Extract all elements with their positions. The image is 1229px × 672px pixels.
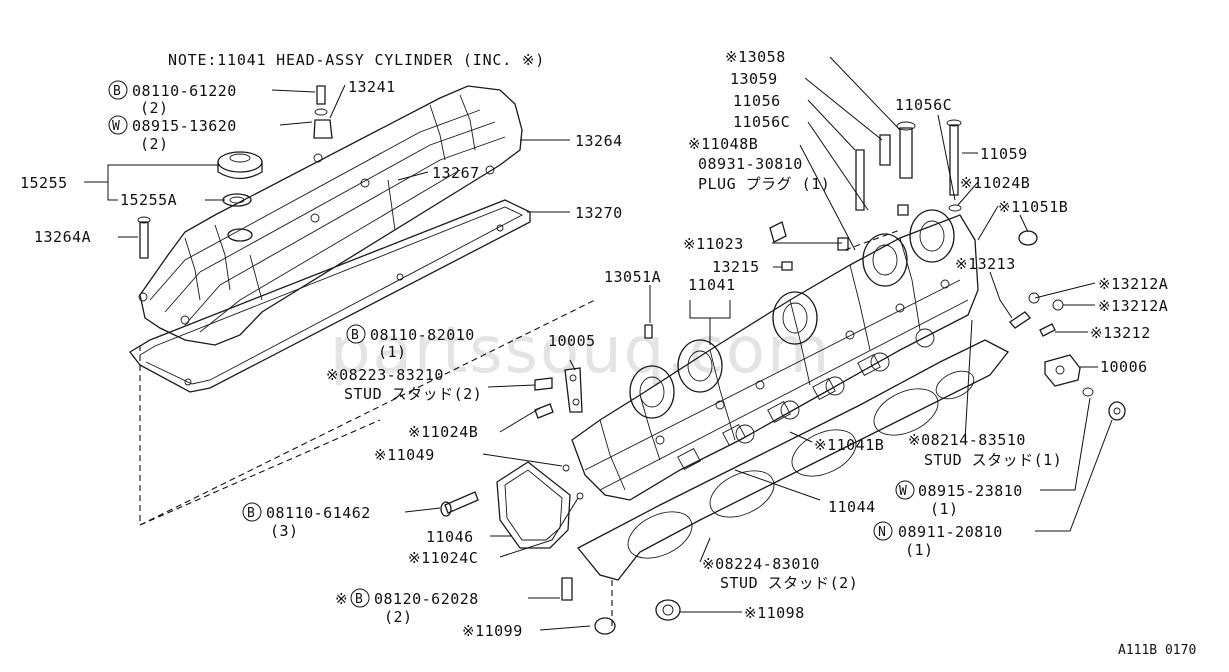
- label-11041b[interactable]: ※11041B: [814, 436, 884, 454]
- stud-13264a-illustration: [137, 216, 151, 259]
- circle-b-letter-4: B: [355, 592, 363, 607]
- head-gasket-illustration: [576, 339, 1009, 581]
- bracket-10005-illustration: [534, 367, 583, 413]
- circle-w-marker-2: [895, 480, 915, 500]
- label-11044[interactable]: 11044: [828, 498, 876, 516]
- qty-08915-13620: (2): [140, 135, 169, 153]
- label-11049[interactable]: ※11049: [374, 446, 435, 464]
- label-13264a[interactable]: 13264A: [34, 228, 91, 246]
- plate-bolt-illustration: [440, 491, 479, 517]
- label-13267[interactable]: 13267: [432, 164, 480, 182]
- circle-b-marker-2: [346, 324, 366, 344]
- leader-lines: [84, 56, 1113, 631]
- label-13058[interactable]: ※13058: [725, 48, 786, 66]
- qty-08915-23810: (1): [930, 500, 959, 518]
- label-10006[interactable]: 10006: [1100, 358, 1148, 376]
- label-13051a[interactable]: 13051A: [604, 268, 661, 286]
- qty-08110-82010: (1): [378, 343, 407, 361]
- oil-filler-cap-illustration: [217, 151, 263, 242]
- circle-b-letter-2: B: [351, 328, 359, 343]
- cover-bolt-illustration: [313, 85, 333, 139]
- label-15255a[interactable]: 15255A: [120, 191, 177, 209]
- label-13264[interactable]: 13264: [575, 132, 623, 150]
- label-11023[interactable]: ※11023: [683, 235, 744, 253]
- circle-b-marker: [108, 80, 128, 100]
- circle-b-marker-3: [242, 502, 262, 522]
- label-08214-83510[interactable]: ※08214-83510: [908, 431, 1026, 449]
- label-plug: PLUG プラグ (1): [698, 175, 830, 193]
- label-08915-13620[interactable]: 08915-13620: [132, 117, 237, 135]
- label-11051b[interactable]: ※11051B: [998, 198, 1068, 216]
- label-13212a-lower[interactable]: ※13212A: [1098, 297, 1168, 315]
- cylinder-head-illustration: [571, 209, 979, 501]
- label-13241[interactable]: 13241: [348, 78, 396, 96]
- label-08110-61462[interactable]: 08110-61462: [266, 504, 371, 522]
- dashed-guides: [139, 229, 901, 630]
- diagram-note: NOTE:11041 HEAD-ASSY CYLINDER (INC. ※): [168, 51, 545, 69]
- label-11056[interactable]: 11056: [733, 92, 781, 110]
- label-08931-30810[interactable]: 08931-30810: [698, 155, 803, 173]
- lower-parts-illustration: [534, 403, 681, 635]
- label-08224-83010[interactable]: ※08224-83010: [702, 555, 820, 573]
- label-08223-83210[interactable]: ※08223-83210: [326, 366, 444, 384]
- label-08120-prefix: ※: [335, 590, 348, 608]
- label-11056c-left[interactable]: 11056C: [733, 113, 790, 131]
- watermark: partssouq.com: [330, 314, 831, 388]
- circle-w-marker: [108, 115, 128, 135]
- label-15255[interactable]: 15255: [20, 174, 68, 192]
- label-13059[interactable]: 13059: [730, 70, 778, 88]
- qty-08911-20810: (1): [905, 541, 934, 559]
- label-13212a-upper[interactable]: ※13212A: [1098, 275, 1168, 293]
- label-13212[interactable]: ※13212: [1090, 324, 1151, 342]
- label-11024c[interactable]: ※11024C: [408, 549, 478, 567]
- label-11024b-upper[interactable]: ※11024B: [960, 174, 1030, 192]
- label-08915-23810[interactable]: 08915-23810: [918, 482, 1023, 500]
- qty-08120-62028: (2): [384, 608, 413, 626]
- label-11024b-lower[interactable]: ※11024B: [408, 423, 478, 441]
- rear-cover-plate-illustration: [496, 461, 571, 549]
- label-08224-stud: STUD スタッド(2): [720, 574, 858, 592]
- label-08911-20810[interactable]: 08911-20810: [898, 523, 1003, 541]
- rocker-cover-illustration: [138, 85, 523, 346]
- label-11046[interactable]: 11046: [426, 528, 474, 546]
- label-11056c-right[interactable]: 11056C: [895, 96, 952, 114]
- label-13270[interactable]: 13270: [575, 204, 623, 222]
- reference-code: A111B 0170: [1118, 643, 1196, 658]
- label-08214-stud: STUD スタッド(1): [924, 451, 1062, 469]
- label-08120-62028[interactable]: 08120-62028: [374, 590, 479, 608]
- qty-08110-61220: (2): [140, 99, 169, 117]
- label-11048b[interactable]: ※11048B: [688, 135, 758, 153]
- circle-w-letter: W: [112, 119, 120, 134]
- circle-n-letter: N: [878, 525, 886, 540]
- circle-b-marker-4: [350, 588, 370, 608]
- label-08110-61220[interactable]: 08110-61220: [132, 82, 237, 100]
- label-13215[interactable]: 13215: [712, 258, 760, 276]
- label-11098[interactable]: ※11098: [744, 604, 805, 622]
- label-08110-82010[interactable]: 08110-82010: [370, 326, 475, 344]
- label-11099[interactable]: ※11099: [462, 622, 523, 640]
- circle-n-marker: [873, 521, 893, 541]
- bracket-10006-illustration: [1044, 354, 1081, 387]
- label-08223-stud: STUD スタッド(2): [344, 385, 482, 403]
- label-11041[interactable]: 11041: [688, 276, 736, 294]
- circle-w-letter-2: W: [899, 484, 907, 499]
- label-10005[interactable]: 10005: [548, 332, 596, 350]
- label-11059[interactable]: 11059: [980, 145, 1028, 163]
- label-13213[interactable]: ※13213: [955, 255, 1016, 273]
- cover-gasket-illustration: [129, 199, 531, 393]
- circle-b-letter: B: [113, 84, 121, 99]
- qty-08110-61462: (3): [270, 522, 299, 540]
- circle-b-letter-3: B: [247, 506, 255, 521]
- head-bolts-illustration: [644, 119, 962, 339]
